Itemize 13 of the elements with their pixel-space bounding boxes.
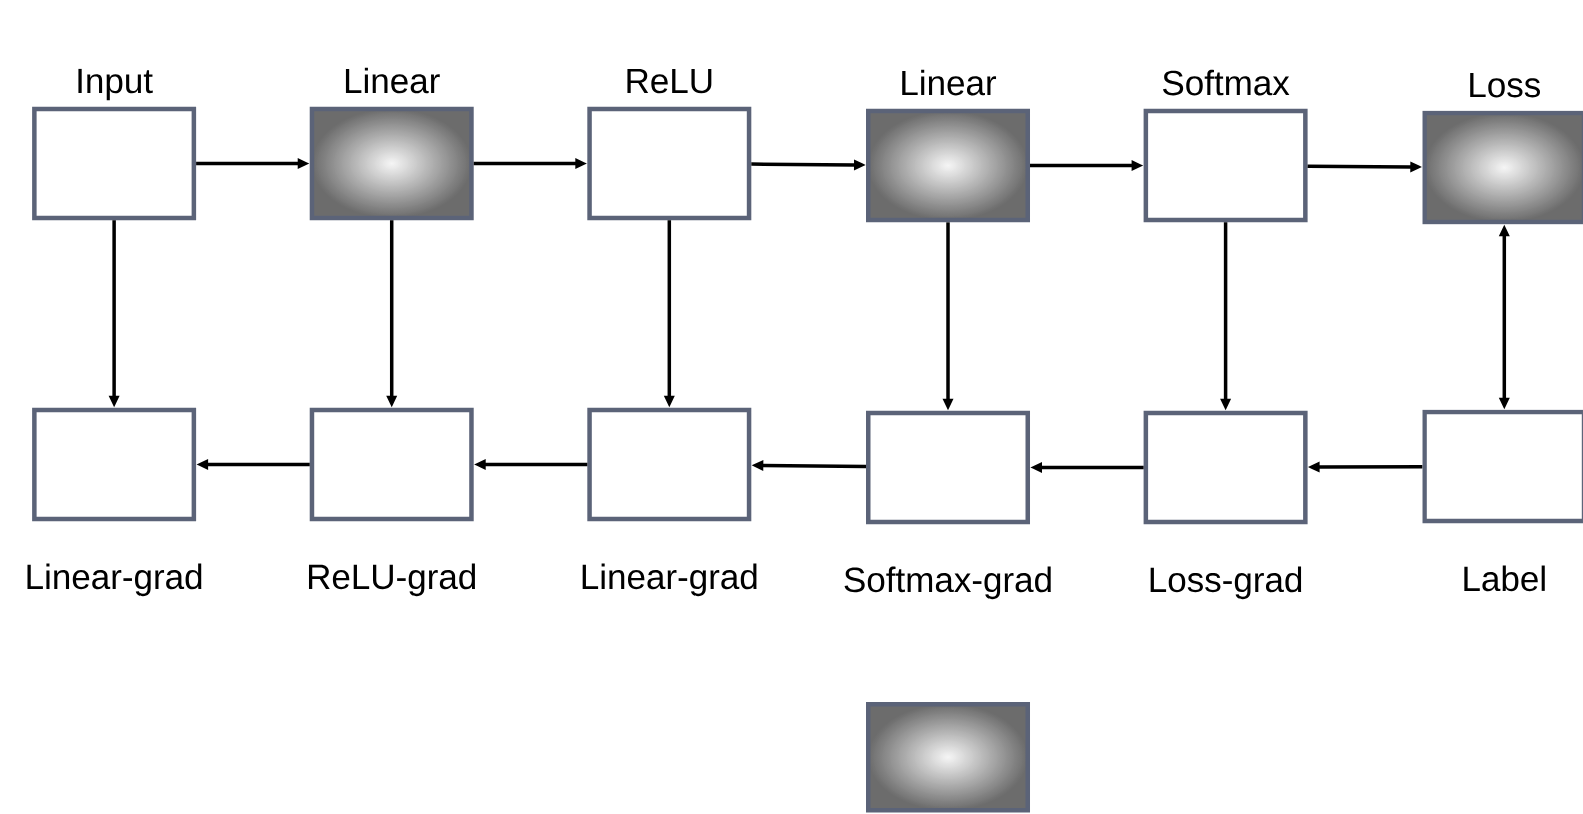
box-heading: ReLU-grad xyxy=(309,563,475,597)
box-heading: Label xyxy=(1464,565,1545,592)
box-heading: Linear-grad xyxy=(582,563,757,597)
box-heading: Loss-grad xyxy=(1150,566,1302,600)
layer-box xyxy=(866,701,1030,813)
box-heading: Softmax xyxy=(1163,69,1290,96)
box-heading: Linear-grad xyxy=(27,563,202,597)
box-heading: Linear xyxy=(345,67,440,94)
box-heading: Loss xyxy=(1470,73,1540,98)
box-heading: Softmax-grad xyxy=(844,566,1051,600)
box-heading: Linear xyxy=(902,69,997,96)
box-heading: ReLU xyxy=(627,68,712,94)
box-heading: Input xyxy=(78,68,153,101)
